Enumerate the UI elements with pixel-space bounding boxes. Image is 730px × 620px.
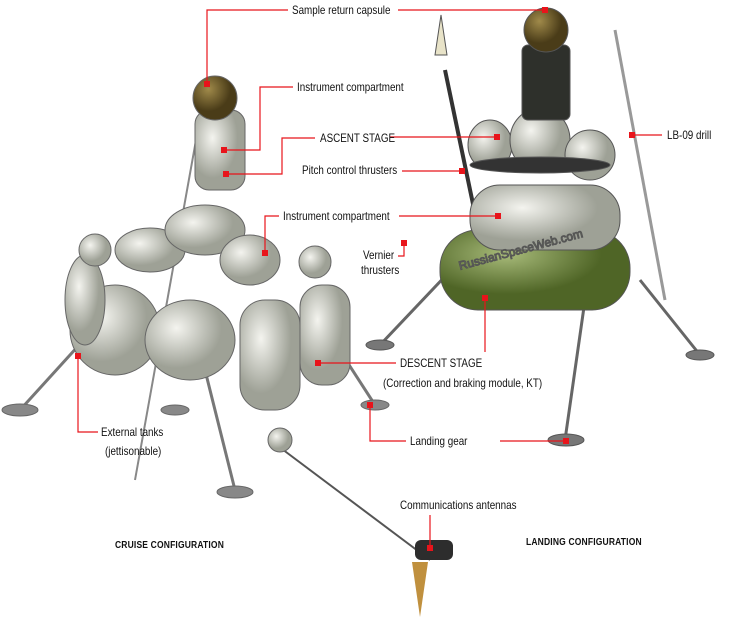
landing-craft: RussianSpaceWeb.com — [365, 7, 715, 447]
label-communications-antennas: Communications antennas — [400, 498, 517, 512]
label-descent-stage-sub: (Correction and braking module, KT) — [383, 376, 543, 390]
label-descent-stage: DESCENT STAGE — [400, 356, 483, 370]
label-lb09-drill: LB-09 drill — [667, 128, 712, 142]
label-instrument-compartment-top: Instrument compartment — [297, 80, 404, 94]
label-instrument-compartment-mid: Instrument compartment — [283, 209, 390, 223]
label-pitch-control-thrusters: Pitch control thrusters — [302, 163, 398, 177]
label-external-tanks-1: External tanks — [101, 425, 164, 439]
label-landing-gear: Landing gear — [410, 434, 468, 448]
cruise-craft — [1, 75, 431, 561]
leader-dots — [75, 7, 635, 551]
label-sample-return-capsule: Sample return capsule — [292, 3, 391, 17]
label-vernier-thrusters-1: Vernier — [363, 248, 395, 262]
label-ascent-stage: ASCENT STAGE — [320, 131, 396, 145]
caption-landing-configuration: LANDING CONFIGURATION — [526, 537, 642, 548]
caption-cruise-configuration: CRUISE CONFIGURATION — [115, 540, 225, 551]
label-external-tanks-2: (jettisonable) — [105, 444, 162, 458]
leader-lines — [77, 9, 662, 548]
label-vernier-thrusters-2: thrusters — [361, 263, 400, 277]
antenna — [412, 540, 453, 617]
